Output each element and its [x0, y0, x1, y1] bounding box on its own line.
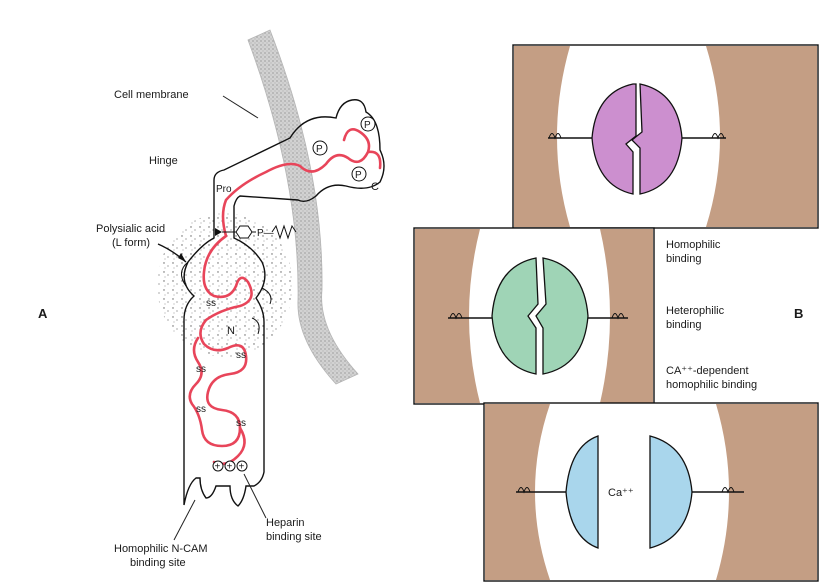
homophilic-ncam-label-1: Homophilic N-CAM	[114, 543, 208, 555]
polysialic-label-2: (L form)	[112, 237, 150, 249]
heparin-label-2: binding site	[266, 531, 322, 543]
svg-text:P: P	[355, 170, 362, 181]
phosphate-2: P	[361, 117, 375, 131]
homophilic-ncam-label-2: binding site	[130, 557, 186, 569]
svg-text:P—: P—	[257, 228, 274, 239]
panel-b-letter: B	[794, 306, 803, 321]
heparin-binding-charges: + + +	[213, 461, 247, 473]
homophilic-label-2: binding	[666, 253, 701, 265]
polysialic-label-1: Polysialic acid	[96, 223, 165, 235]
ca-dependent-binding-box: Ca⁺⁺	[484, 403, 818, 581]
ss-label-3: ss	[196, 364, 206, 375]
svg-text:P: P	[316, 144, 323, 155]
phosphate-3: P	[352, 167, 366, 181]
svg-text:+: +	[215, 462, 221, 473]
homophilic-label-1: Homophilic	[666, 239, 721, 251]
heterophilic-label-1: Heterophilic	[666, 305, 725, 317]
svg-text:+: +	[227, 462, 233, 473]
calcium-ion-label: Ca⁺⁺	[608, 487, 634, 499]
ss-label-4: ss	[196, 404, 206, 415]
phosphate-1: P	[313, 141, 327, 155]
heterophilic-label-2: binding	[666, 319, 701, 331]
hinge-label: Hinge	[149, 155, 178, 167]
heterophilic-binding-box	[414, 228, 654, 404]
cell-membrane-label: Cell membrane	[114, 89, 189, 101]
c-terminus-label: C	[371, 181, 379, 193]
ca-dependent-label-2: homophilic binding	[666, 379, 757, 391]
homophilic-binding-box	[513, 45, 818, 228]
pro-label: Pro	[216, 184, 232, 195]
ca-dependent-label-1: CA⁺⁺-dependent	[666, 365, 749, 377]
cell-membrane-pointer	[223, 96, 258, 118]
svg-text:+: +	[239, 462, 245, 473]
heparin-label-1: Heparin	[266, 517, 305, 529]
svg-text:P: P	[364, 120, 371, 131]
cell-right-1	[706, 46, 817, 227]
panel-b: Ca⁺⁺ B Homophilic binding Heterophilic b…	[414, 45, 818, 581]
ss-label-1: ss	[206, 298, 216, 309]
panel-a-letter: A	[38, 306, 48, 321]
homophilic-pointer	[174, 500, 195, 540]
ss-label-2: ss	[236, 350, 246, 361]
ss-label-5: ss	[236, 418, 246, 429]
panel-a: + + + P P P P—	[38, 30, 384, 569]
heparin-pointer	[244, 474, 266, 518]
n-terminus-label: N	[227, 325, 235, 337]
